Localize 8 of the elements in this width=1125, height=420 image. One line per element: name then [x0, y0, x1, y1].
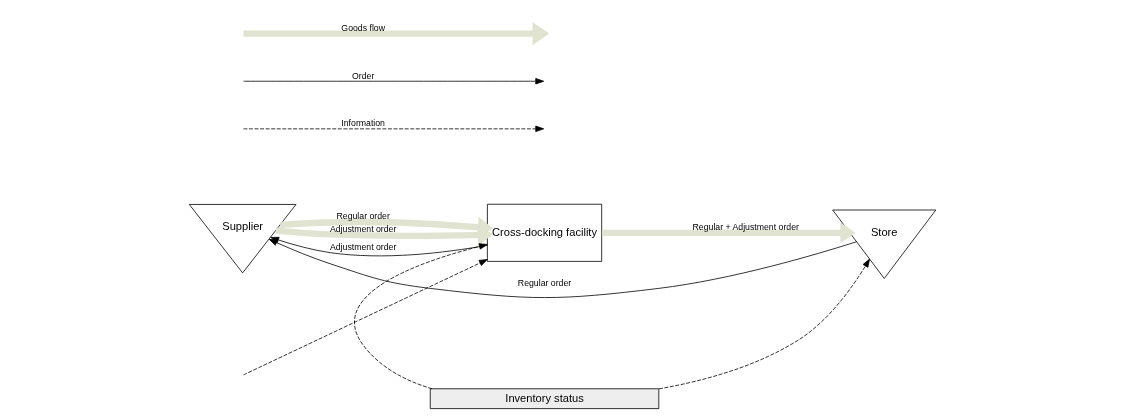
legend-label: Goods flow — [341, 23, 385, 34]
legend-label: Information — [341, 118, 385, 129]
legend-label: Order — [352, 70, 375, 81]
edge-label: Adjustment order — [329, 223, 397, 234]
edge-label: Regular + Adjustment order — [692, 222, 799, 233]
edge-label: Regular order — [517, 277, 572, 288]
edge-label: Adjustment order — [329, 242, 397, 253]
edge-label: Regular order — [336, 211, 390, 222]
